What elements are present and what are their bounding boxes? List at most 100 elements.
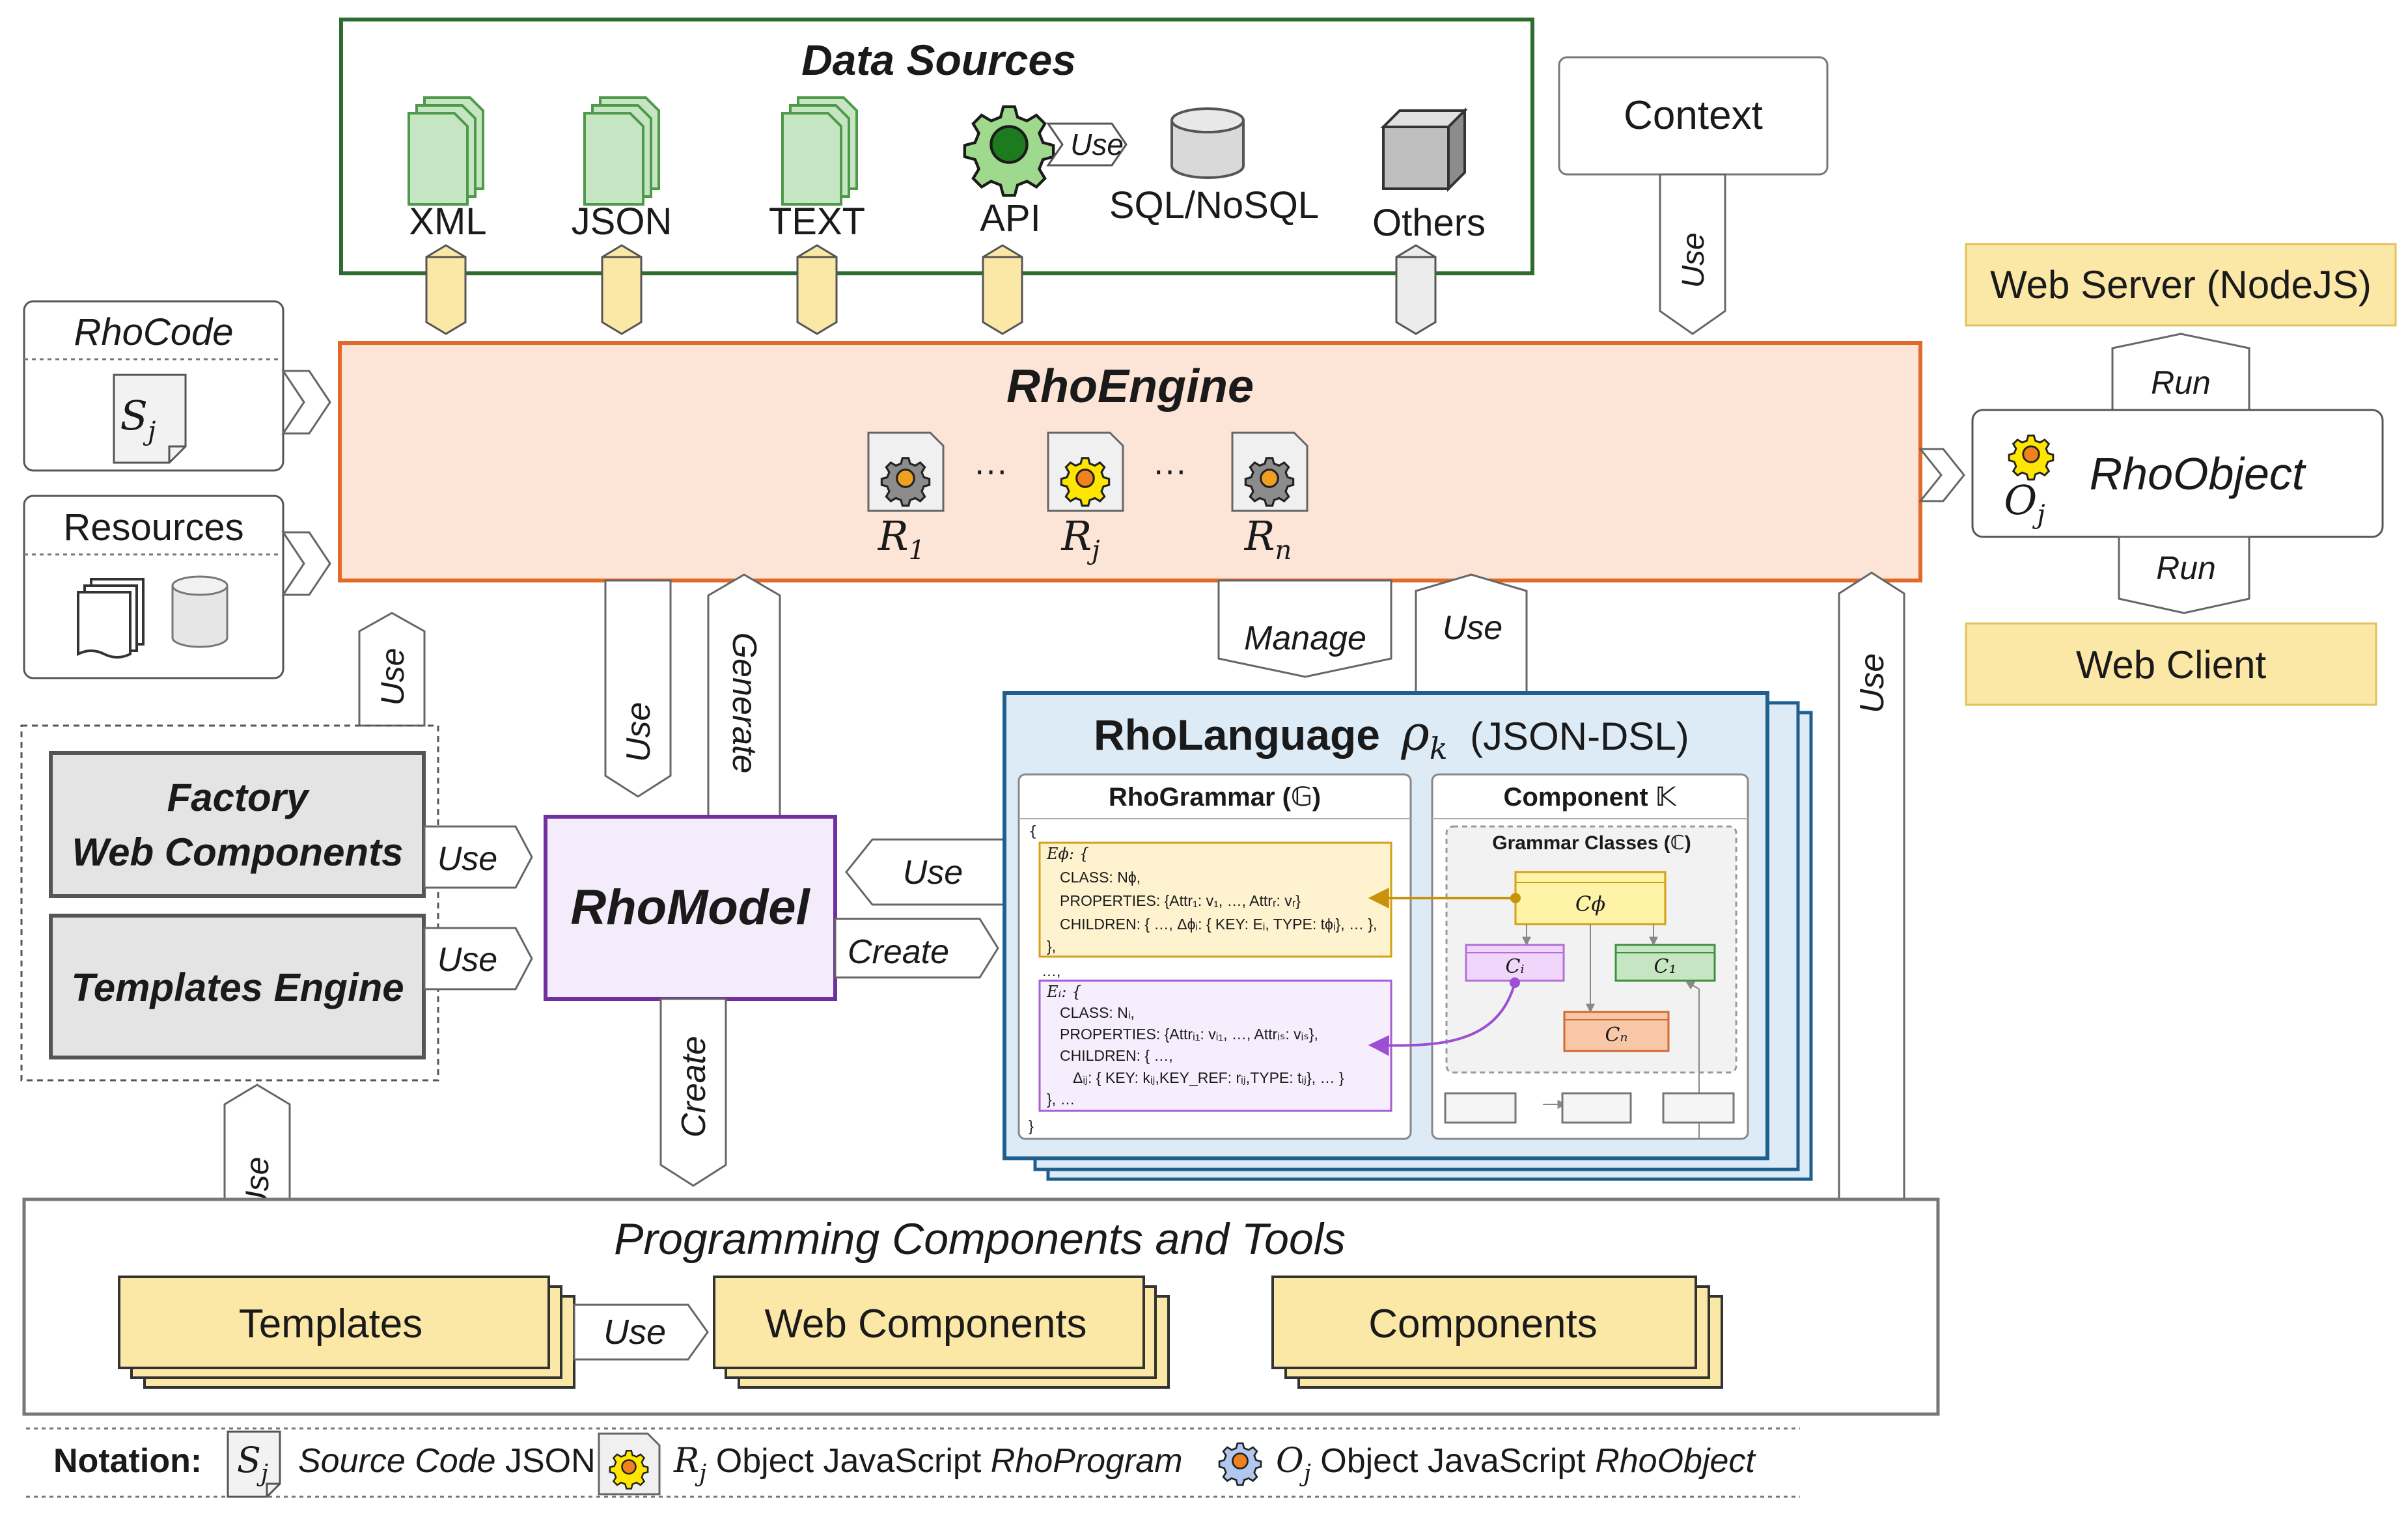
api-label: API bbox=[980, 197, 1041, 239]
web-client-box bbox=[1965, 622, 2377, 706]
e-i-block bbox=[1038, 979, 1392, 1112]
rhoengine-title: RhoEngine bbox=[1006, 361, 1254, 413]
use-engine-left-arrow bbox=[358, 612, 426, 727]
use-factory-arrow bbox=[423, 825, 533, 889]
notation-oj-gear-icon bbox=[1218, 1442, 1262, 1486]
oj-label: Oj bbox=[2004, 476, 2045, 530]
api-use-label: Use bbox=[1070, 128, 1124, 161]
context-use-label: Use bbox=[1676, 232, 1711, 288]
data-sources-title: Data Sources bbox=[801, 36, 1076, 84]
programming-title: Programming Components and Tools bbox=[614, 1214, 1346, 1264]
left-group-dashed bbox=[20, 724, 439, 1082]
api-use-arrow bbox=[1046, 122, 1128, 167]
templates-engine-label: Templates Engine bbox=[71, 966, 404, 1009]
e-phi-block bbox=[1038, 841, 1392, 958]
rhomodel-box bbox=[544, 815, 837, 1001]
notation-sj-doc-icon bbox=[227, 1430, 281, 1498]
run-bottom-label: Run bbox=[2156, 550, 2216, 586]
class-c-1-label: C₁ bbox=[1654, 955, 1677, 978]
notation-source: Source Code JSON bbox=[298, 1442, 596, 1480]
xml-label: XML bbox=[409, 200, 486, 243]
web-client-label: Web Client bbox=[2076, 643, 2267, 687]
resources-title: Resources bbox=[63, 506, 243, 549]
rhocode-sj: Sj bbox=[120, 392, 156, 446]
json-doc-icon bbox=[583, 96, 660, 206]
engine-object-arrow bbox=[1918, 448, 1965, 502]
use-factory-label: Use bbox=[437, 840, 497, 878]
code-ellipsis: …, bbox=[1042, 962, 1060, 979]
json-label: JSON bbox=[572, 200, 672, 243]
rn-program-icon bbox=[1231, 431, 1308, 512]
notation-label: Notation: bbox=[53, 1442, 202, 1480]
language-title: RhoLanguage ρk (JSON-DSL) bbox=[1094, 705, 1689, 768]
resources-arrow bbox=[281, 531, 331, 596]
templates-label: Templates bbox=[239, 1302, 423, 1346]
others-label: Others bbox=[1372, 202, 1486, 244]
create-programming-label: Create bbox=[675, 1036, 713, 1138]
code-close2: }, … bbox=[1047, 1091, 1075, 1108]
rj-program-icon bbox=[1047, 431, 1124, 512]
components-stack bbox=[1271, 1276, 1723, 1389]
rhocode-doc-icon bbox=[113, 374, 187, 464]
rhoobject-title: RhoObject bbox=[2090, 448, 2306, 499]
rhomodel-title: RhoModel bbox=[570, 880, 810, 935]
use-from-language-label: Use bbox=[903, 854, 963, 892]
use-model-label: Use bbox=[620, 702, 657, 762]
code-class-phi: CLASS: Nϕ, bbox=[1060, 869, 1141, 886]
code-props-i: PROPERTIES: {Attrᵢ₁: vᵢ₁, …, Attrᵢₛ: vᵢₛ… bbox=[1060, 1026, 1318, 1043]
notation-oj-text: Oj Object JavaScript RhoObject bbox=[1276, 1441, 1756, 1487]
use-programming-label: Use bbox=[1853, 653, 1891, 713]
code-children-i: CHILDREN: { …, bbox=[1060, 1047, 1173, 1064]
rhocode-arrow bbox=[281, 370, 331, 435]
notation-sj: Sj bbox=[237, 1440, 268, 1487]
templates-engine-box bbox=[49, 914, 426, 1059]
class-c-n bbox=[1563, 1011, 1670, 1052]
context-use-arrow bbox=[1659, 173, 1726, 335]
factory-label-1: Factory bbox=[167, 776, 310, 819]
source-connectors bbox=[425, 244, 1437, 335]
resources-db-icon bbox=[171, 575, 228, 648]
use-templates-engine-arrow bbox=[423, 927, 533, 990]
code-delta-i: Δᵢⱼ: { KEY: kᵢⱼ,KEY_REF: rᵢⱼ,TYPE: tᵢⱼ},… bbox=[1073, 1069, 1344, 1086]
use-model-arrow bbox=[604, 579, 672, 798]
factory-box bbox=[49, 751, 426, 898]
code-e-phi: Eϕ: { bbox=[1046, 845, 1089, 863]
rhoengine-box bbox=[338, 341, 1922, 582]
engine-dots-2: ··· bbox=[1153, 452, 1187, 489]
code-props-phi: PROPERTIES: {Attr₁: v₁, …, Attrᵣ: vᵣ} bbox=[1060, 892, 1301, 909]
class-c-1 bbox=[1614, 944, 1716, 982]
class-c-i-label: Cᵢ bbox=[1506, 955, 1525, 978]
component-title: Component 𝕂 bbox=[1504, 783, 1677, 812]
others-cube-icon bbox=[1380, 107, 1468, 192]
web-server-box bbox=[1965, 243, 2397, 327]
components-label: Components bbox=[1368, 1302, 1598, 1346]
use-templates-engine-label: Use bbox=[437, 941, 497, 979]
rhocode-title: RhoCode bbox=[74, 311, 233, 353]
xml-doc-icon bbox=[408, 96, 484, 206]
resources-docs-icon bbox=[77, 578, 145, 659]
grammar-title: RhoGrammar (𝔾) bbox=[1109, 783, 1321, 812]
code-open: { bbox=[1029, 824, 1037, 840]
context-label: Context bbox=[1624, 93, 1763, 138]
web-components-label: Web Components bbox=[764, 1302, 1086, 1346]
notation-rj-text: Rj Object JavaScript RhoProgram bbox=[673, 1441, 1183, 1487]
component-bottom-boxes bbox=[1444, 1092, 1735, 1124]
create-language-arrow bbox=[834, 918, 999, 979]
code-class-i: CLASS: Nᵢ, bbox=[1060, 1004, 1135, 1021]
sql-db-icon bbox=[1170, 107, 1245, 179]
oj-gear-icon bbox=[2008, 434, 2055, 481]
data-sources-box bbox=[339, 18, 1534, 275]
code-e-i: Eᵢ: { bbox=[1046, 983, 1081, 1001]
templates-stack bbox=[118, 1276, 575, 1389]
run-top-label: Run bbox=[2151, 364, 2211, 401]
api-gear-icon bbox=[965, 107, 1053, 195]
create-language-label: Create bbox=[848, 933, 949, 971]
rj-label: Rj bbox=[1060, 512, 1100, 566]
generate-label: Generate bbox=[725, 633, 763, 774]
code-close1: }, bbox=[1047, 938, 1056, 955]
create-programming-arrow bbox=[659, 998, 727, 1187]
text-doc-icon bbox=[781, 96, 858, 206]
use-templates-to-web-label: Use bbox=[603, 1313, 666, 1352]
sql-label: SQL/NoSQL bbox=[1109, 184, 1319, 226]
